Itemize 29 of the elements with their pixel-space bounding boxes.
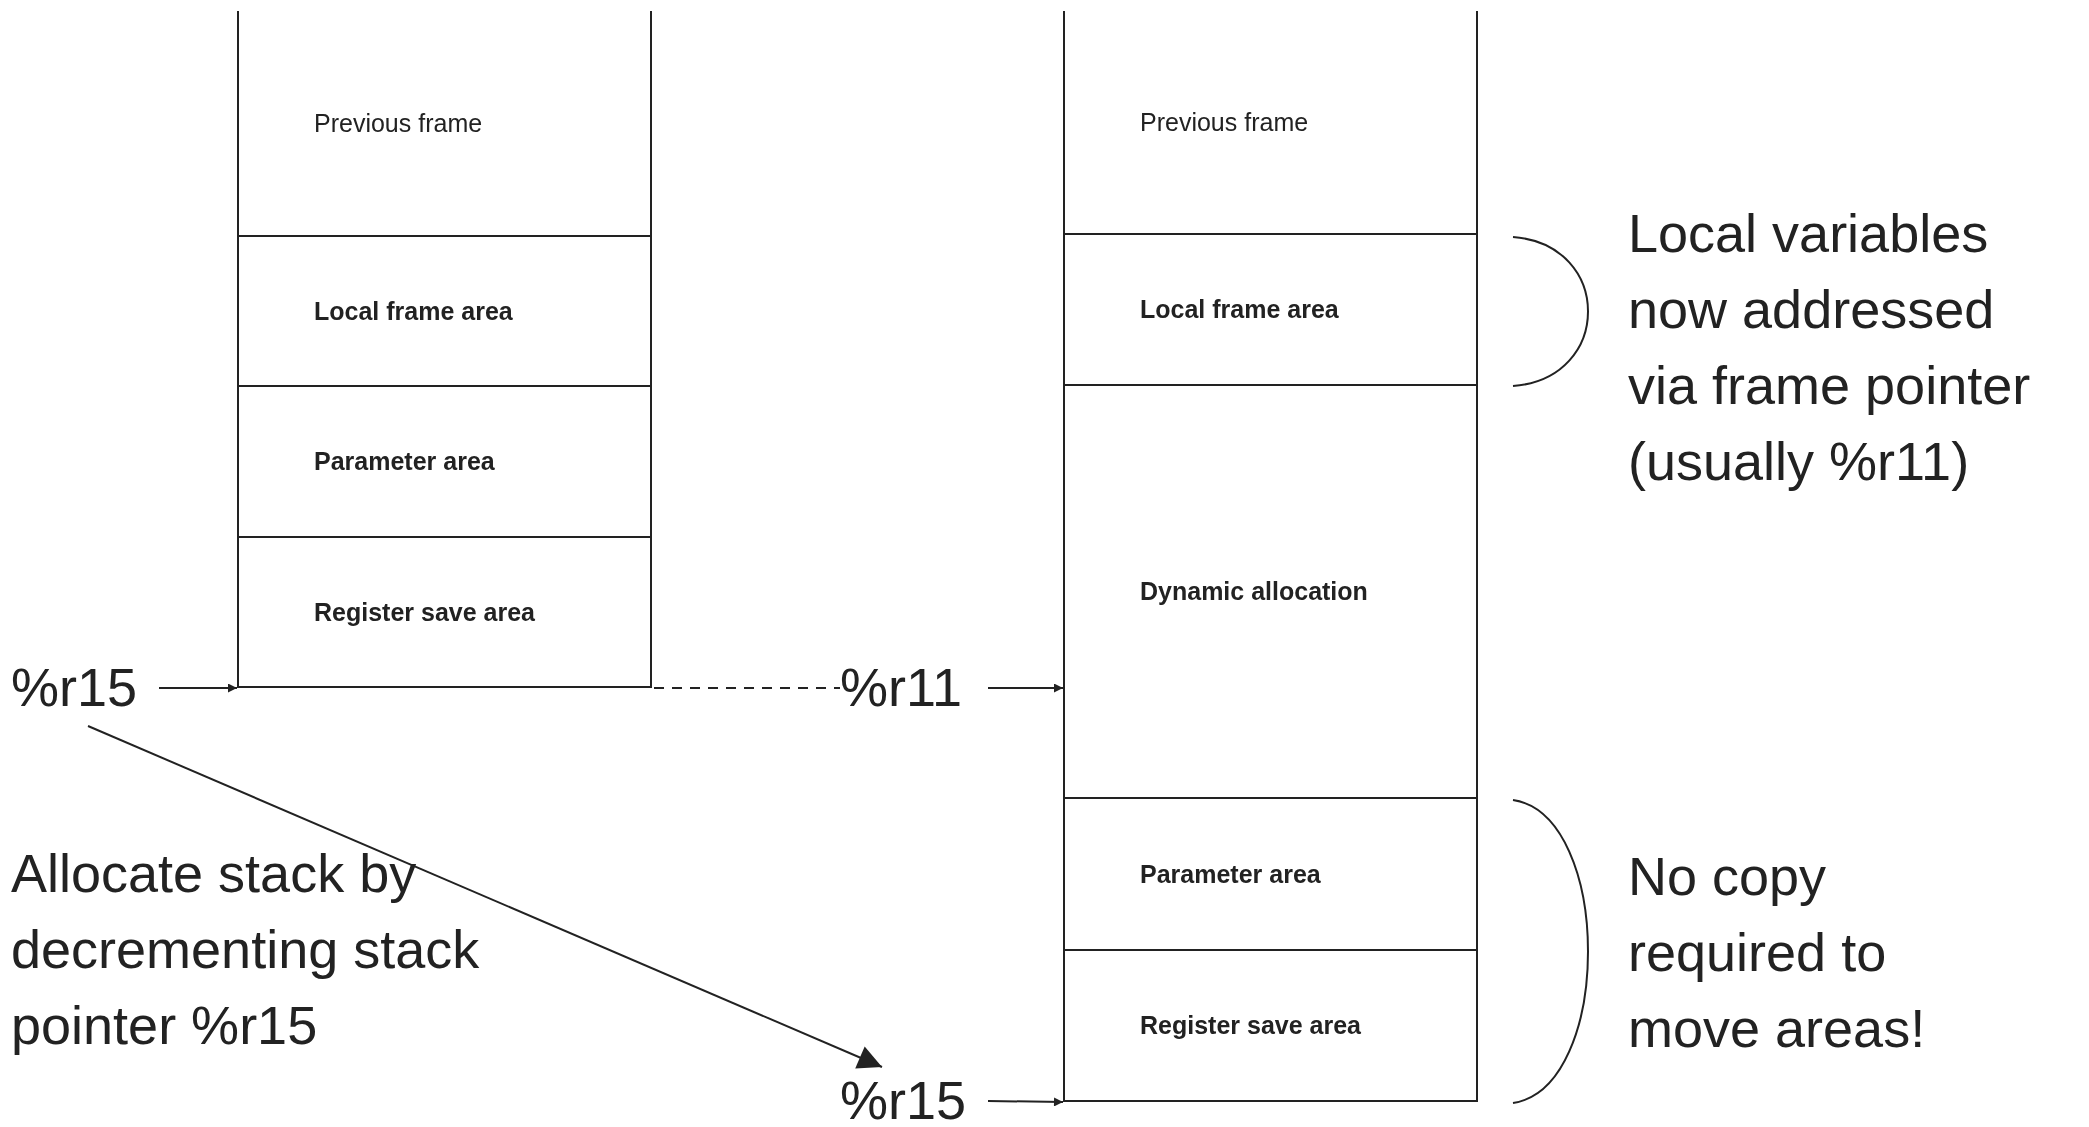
area-label: Parameter area — [314, 447, 495, 476]
register-label: %r11 — [840, 660, 963, 714]
area-label: Local frame area — [1140, 295, 1339, 324]
area-label: Register save area — [1140, 1011, 1361, 1040]
stack-area — [237, 11, 652, 237]
stack-area — [1063, 235, 1478, 386]
area-label: Register save area — [314, 597, 535, 627]
area-label: Previous frame — [1140, 107, 1309, 137]
area-label: Dynamic allocation — [1140, 577, 1368, 606]
stack-area — [1063, 799, 1478, 951]
dashed-line — [653, 687, 841, 689]
stack-area — [1063, 11, 1478, 235]
area-label: Parameter area — [1140, 859, 1321, 889]
stack-area — [237, 387, 652, 538]
arrow — [87, 725, 883, 1069]
annotation-text: No copy required to move areas! — [1628, 845, 1927, 1060]
annotation-text: Local variables now addressed via frame pointer (usually %r11) — [1628, 202, 2032, 493]
annotation-text: Allocate stack by decrementing stack pointer %r15 — [11, 842, 481, 1057]
area-label: Previous frame — [314, 108, 483, 138]
stack-area — [237, 538, 652, 688]
stack-area — [1063, 386, 1478, 799]
arrow — [987, 683, 1064, 693]
area-label: Local frame area — [314, 296, 513, 326]
stack-area — [237, 237, 652, 387]
register-label: %r15 — [11, 660, 138, 714]
arrow — [158, 683, 238, 693]
stack-area — [1063, 951, 1478, 1102]
register-label: %r15 — [840, 1073, 967, 1127]
arrow — [987, 1097, 1064, 1107]
